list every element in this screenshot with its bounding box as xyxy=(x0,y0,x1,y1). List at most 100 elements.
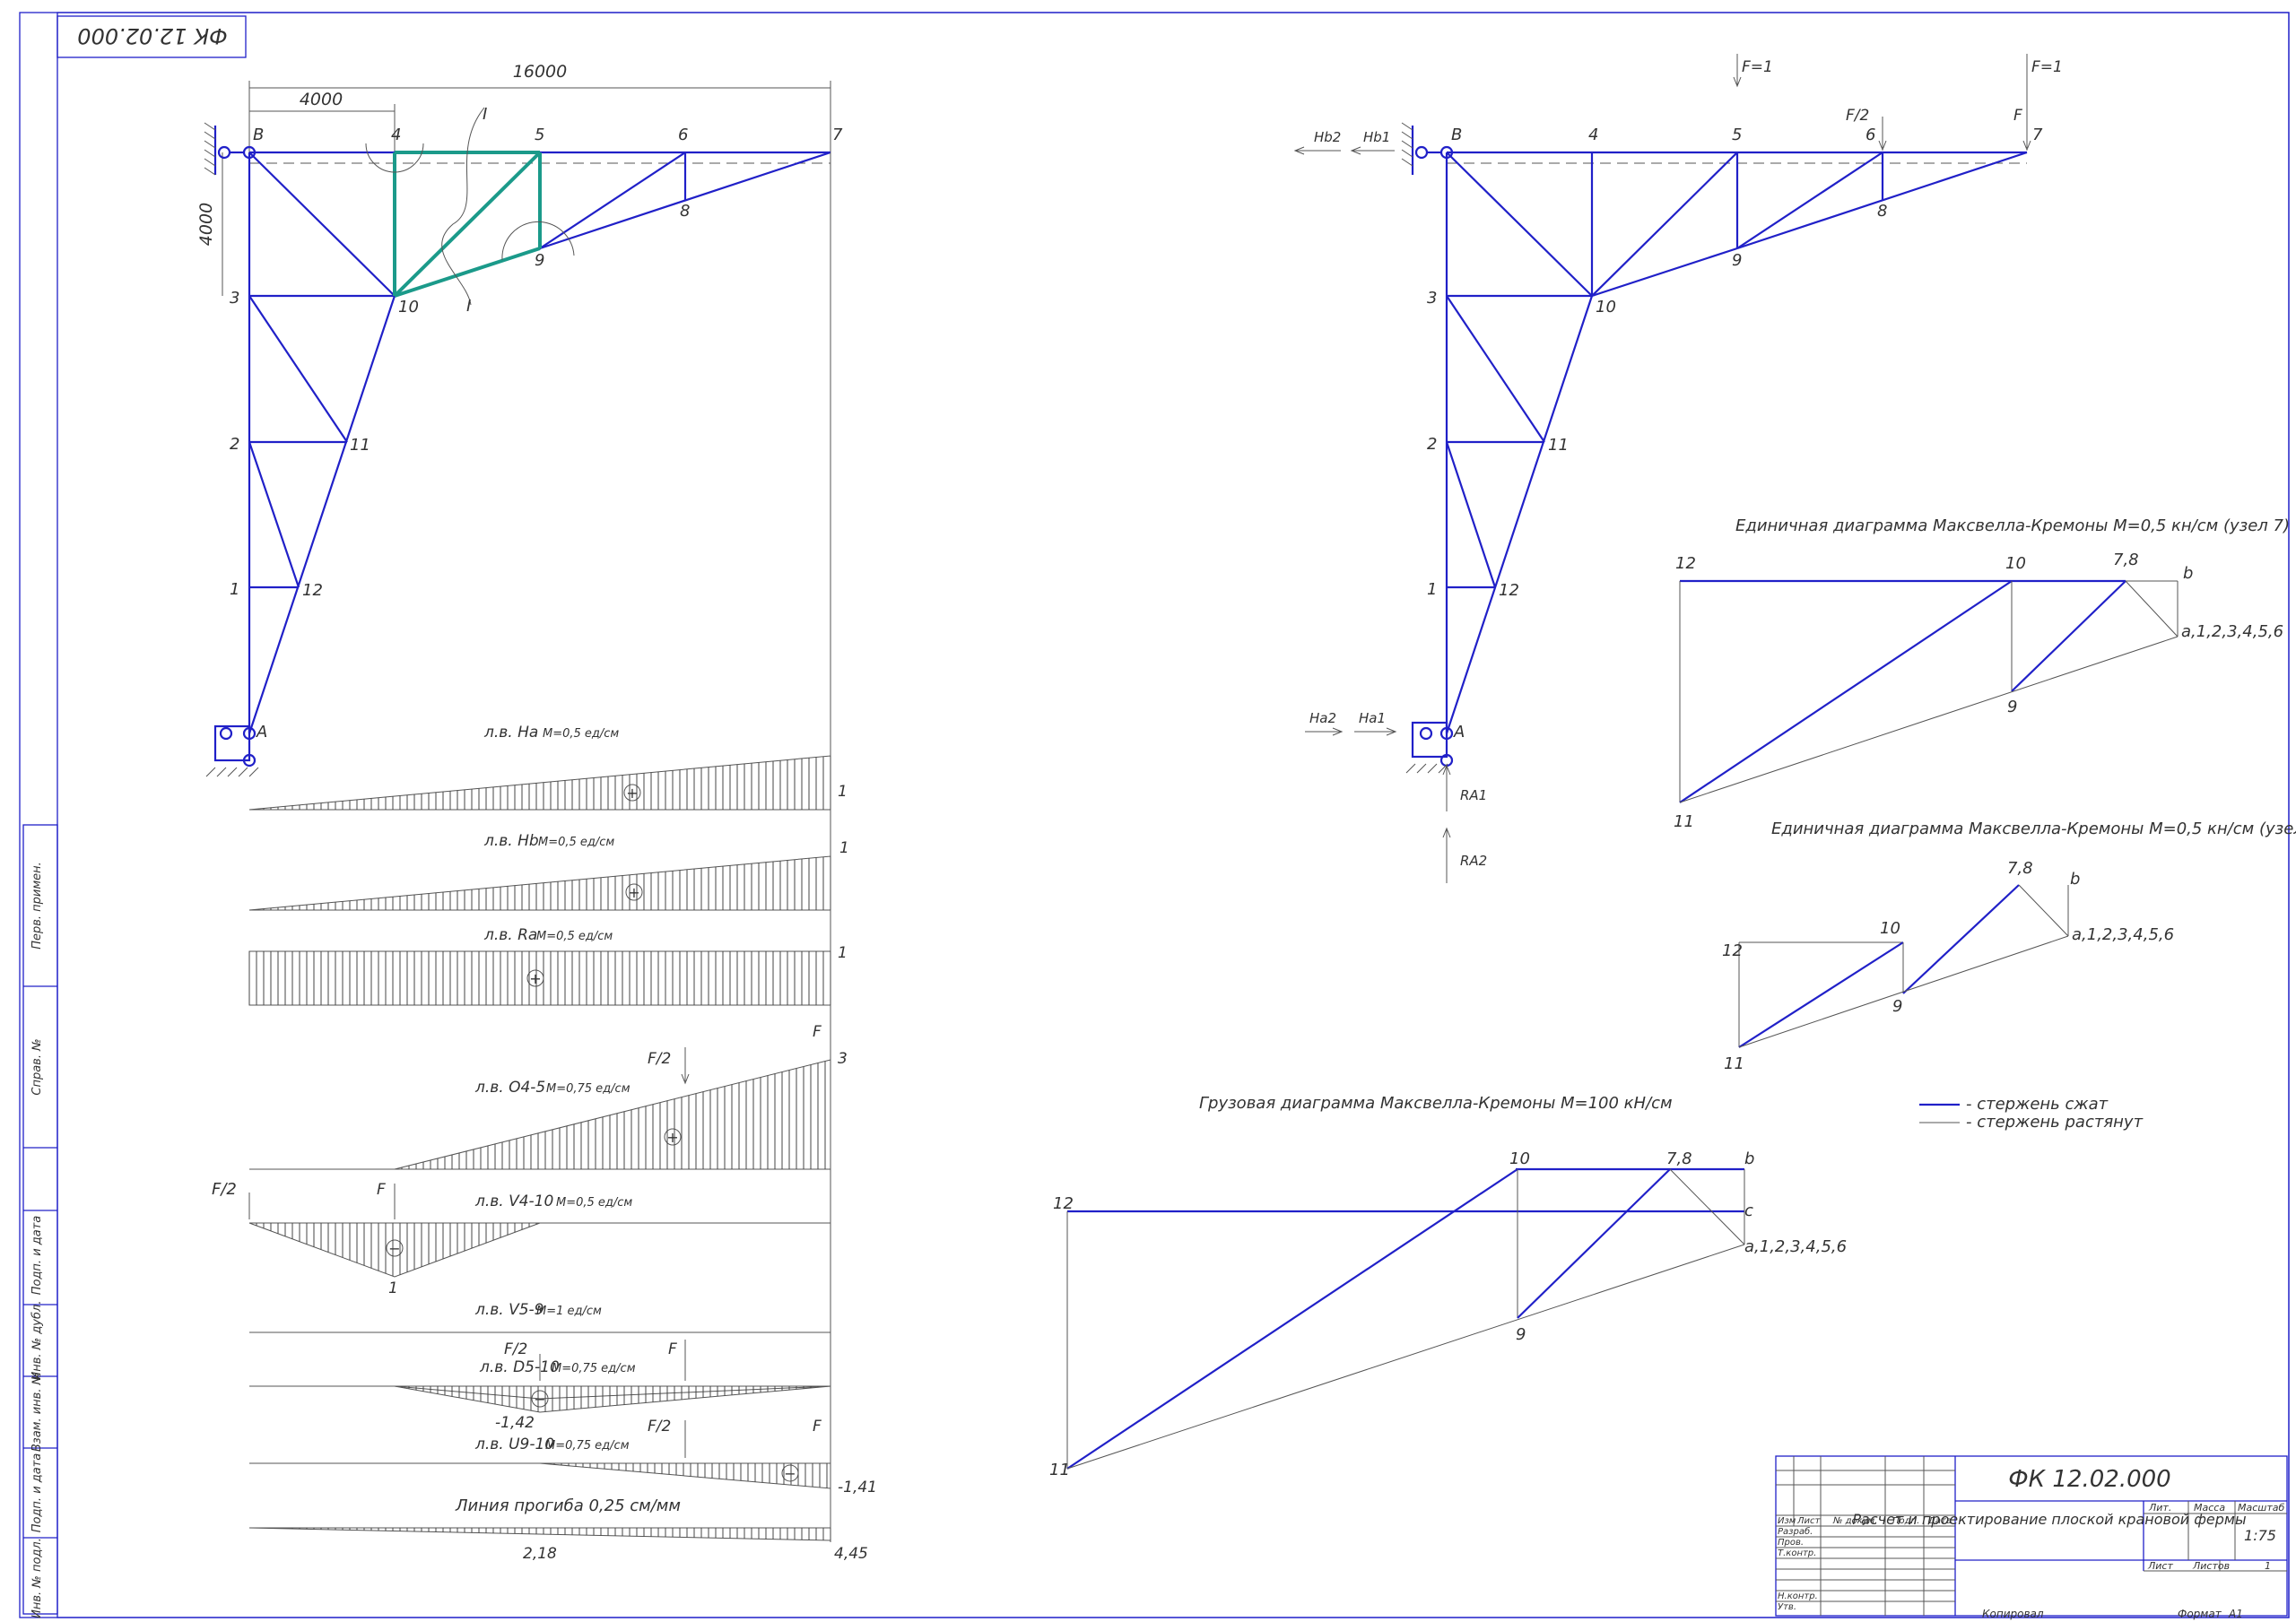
svg-text:−: − xyxy=(534,1391,545,1408)
svg-text:-1,41: -1,41 xyxy=(838,1479,877,1496)
svg-text:Линия прогиба 0,25 см/мм: Линия прогиба 0,25 см/мм xyxy=(455,1496,681,1515)
svg-text:3: 3 xyxy=(1427,289,1437,308)
top-stamp-box xyxy=(57,15,247,58)
svg-text:9: 9 xyxy=(1516,1325,1526,1344)
cremona-load: Грузовая диаграмма Максвелла-Кремоны M=1… xyxy=(1049,1094,1847,1479)
svg-text:B: B xyxy=(253,126,264,144)
svg-text:5: 5 xyxy=(535,126,544,144)
svg-text:Утв.: Утв. xyxy=(1778,1602,1796,1612)
svg-text:Лит.: Лит. xyxy=(2148,1502,2171,1514)
dim-total: 16000 xyxy=(513,62,567,82)
svg-text:л.в. V4-10: л.в. V4-10 xyxy=(474,1193,553,1210)
svg-text:л.в. V5-9: л.в. V5-9 xyxy=(474,1301,544,1319)
svg-text:ФК 12.02.000: ФК 12.02.000 xyxy=(2008,1466,2170,1493)
svg-text:2: 2 xyxy=(1427,435,1437,454)
svg-text:Инв. № подл.: Инв. № подл. xyxy=(30,1538,44,1618)
svg-text:- стержень растянут: - стержень растянут xyxy=(1966,1113,2144,1132)
legend: - стержень сжат - стержень растянут xyxy=(1919,1095,2144,1132)
svg-text:2: 2 xyxy=(230,435,239,454)
svg-text:a,1,2,3,4,5,6: a,1,2,3,4,5,6 xyxy=(2181,622,2283,641)
svg-text:2,18: 2,18 xyxy=(523,1545,557,1563)
side-strip: Перв. примен. Справ. № Подп. и дата Инв.… xyxy=(22,824,58,1618)
svg-text:-1,42: -1,42 xyxy=(495,1414,535,1432)
svg-text:A1: A1 xyxy=(2228,1608,2243,1620)
svg-text:c: c xyxy=(1744,1201,1753,1220)
svg-text:Листов: Листов xyxy=(2192,1560,2230,1572)
svg-text:12: 12 xyxy=(1499,581,1519,600)
svg-text:M=1 ед/см: M=1 ед/см xyxy=(536,1305,602,1318)
svg-text:+: + xyxy=(529,970,541,987)
svg-text:Масштаб: Масштаб xyxy=(2238,1502,2284,1514)
title-block: ФК 12.02.000 Расчет и проектирование пло… xyxy=(1775,1455,2288,1620)
svg-text:4: 4 xyxy=(1588,126,1598,144)
svg-text:Н.контр.: Н.контр. xyxy=(1778,1592,1818,1601)
svg-text:10: 10 xyxy=(1880,919,1900,938)
svg-text:№ докум.: № докум. xyxy=(1832,1516,1877,1526)
svg-text:F/2: F/2 xyxy=(648,1050,671,1068)
svg-text:Единичная диаграмма Максвелла-: Единичная диаграмма Максвелла-Кремоны M=… xyxy=(1735,516,2290,535)
svg-text:11: 11 xyxy=(350,436,370,455)
svg-text:M=0,75 ед/см: M=0,75 ед/см xyxy=(545,1439,630,1453)
svg-text:M=0,75 ед/см: M=0,75 ед/см xyxy=(552,1362,636,1375)
svg-text:7,8: 7,8 xyxy=(1666,1149,1692,1168)
svg-text:9: 9 xyxy=(1892,997,1902,1016)
influence-lines: л.в. Ha M=0,5 ед/см + 1 л.в. Hb M=0,5 ед… xyxy=(212,152,877,1563)
svg-text:A: A xyxy=(1453,723,1465,742)
svg-text:11: 11 xyxy=(1724,1054,1744,1073)
svg-text:9: 9 xyxy=(1732,251,1742,270)
svg-text:F: F xyxy=(813,1023,822,1041)
svg-text:9: 9 xyxy=(2007,698,2017,716)
svg-text:−: − xyxy=(388,1240,400,1257)
svg-text:л.в. U9-10: л.в. U9-10 xyxy=(474,1436,554,1453)
svg-text:Инв. № дубл.: Инв. № дубл. xyxy=(30,1301,44,1381)
svg-text:b: b xyxy=(1744,1149,1754,1168)
svg-text:F/2: F/2 xyxy=(212,1180,237,1199)
svg-text:Лист: Лист xyxy=(2147,1560,2173,1572)
svg-text:Изм: Изм xyxy=(1778,1516,1796,1526)
right-truss: F=1 F=1 F/2 F Hb2 Hb1 Ha2 Ha1 RA1 RA2 B … xyxy=(1293,54,2063,883)
svg-text:Ha2: Ha2 xyxy=(1309,710,1336,726)
svg-text:10: 10 xyxy=(1596,298,1616,317)
svg-text:10: 10 xyxy=(2005,554,2026,573)
svg-text:Подп. и дата: Подп. и дата xyxy=(30,1453,44,1533)
svg-text:I: I xyxy=(483,105,487,124)
svg-text:F=1: F=1 xyxy=(2031,58,2063,76)
svg-text:л.в. D5-10: л.в. D5-10 xyxy=(479,1358,560,1376)
svg-text:3: 3 xyxy=(230,289,239,308)
svg-text:Пров.: Пров. xyxy=(1778,1538,1804,1548)
svg-text:8: 8 xyxy=(680,202,690,221)
svg-text:a,1,2,3,4,5,6: a,1,2,3,4,5,6 xyxy=(2072,925,2174,944)
svg-text:Дата: Дата xyxy=(1927,1516,1952,1526)
cremona-unit-node7: Единичная диаграмма Максвелла-Кремоны M=… xyxy=(1674,516,2290,831)
svg-text:M=0,5 ед/см: M=0,5 ед/см xyxy=(556,1196,632,1210)
svg-text:12: 12 xyxy=(1053,1194,1074,1213)
svg-text:1:75: 1:75 xyxy=(2244,1527,2276,1544)
svg-text:1: 1 xyxy=(838,783,848,801)
svg-text:−: − xyxy=(784,1465,796,1482)
svg-text:6: 6 xyxy=(678,126,688,144)
svg-text:12: 12 xyxy=(1722,941,1743,960)
svg-text:Ha1: Ha1 xyxy=(1359,710,1386,726)
svg-text:7: 7 xyxy=(832,126,843,144)
svg-text:4,45: 4,45 xyxy=(834,1545,868,1563)
svg-text:Расчет и проектирование плоско: Расчет и проектирование плоской крановой… xyxy=(1852,1511,2246,1528)
svg-text:b: b xyxy=(2183,564,2193,583)
svg-text:+: + xyxy=(666,1129,678,1146)
svg-text:12: 12 xyxy=(302,581,323,600)
svg-text:1: 1 xyxy=(838,944,848,962)
svg-text:6: 6 xyxy=(1866,126,1875,144)
svg-text:F: F xyxy=(377,1181,386,1199)
svg-text:M=0,5 ед/см: M=0,5 ед/см xyxy=(536,930,613,943)
svg-text:5: 5 xyxy=(1732,126,1742,144)
svg-text:- стержень сжат: - стержень сжат xyxy=(1966,1095,2109,1114)
svg-text:Взам. инв. №: Взам. инв. № xyxy=(30,1373,44,1452)
svg-text:8: 8 xyxy=(1877,202,1887,221)
svg-text:b: b xyxy=(2070,870,2080,889)
svg-text:Лист: Лист xyxy=(1796,1516,1822,1526)
svg-text:Т.контр.: Т.контр. xyxy=(1778,1548,1816,1558)
svg-text:Формат: Формат xyxy=(2178,1608,2222,1620)
left-truss: 16000 4000 4000 xyxy=(196,62,843,777)
svg-text:Подп. и дата: Подп. и дата xyxy=(30,1216,44,1296)
svg-text:F: F xyxy=(2013,107,2022,125)
